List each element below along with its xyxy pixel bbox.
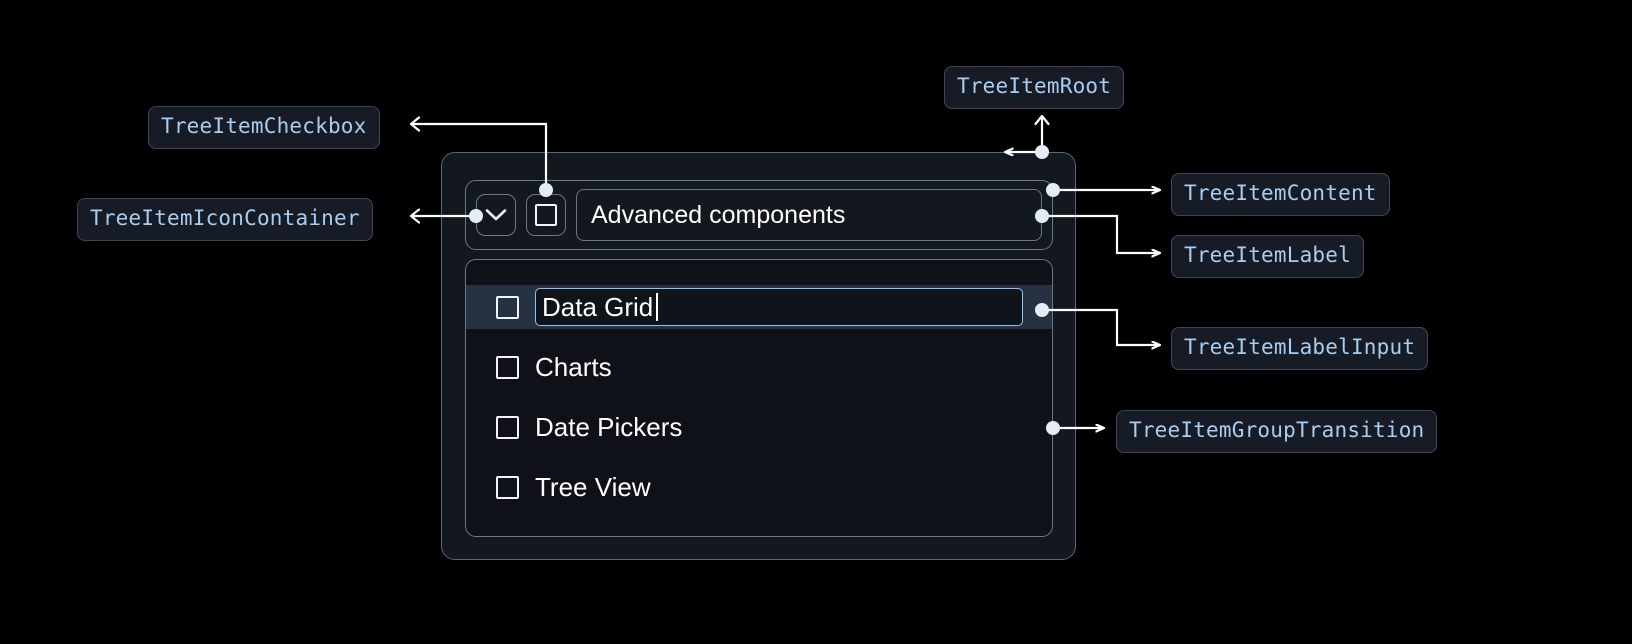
annotation-chip-tree-item-label-input: TreeItemLabelInput xyxy=(1171,327,1429,370)
tree-item-child-tree-view[interactable]: Tree View xyxy=(466,465,1052,509)
tree-item-checkbox-charts[interactable] xyxy=(496,355,519,379)
annotation-chip-tree-item-content: TreeItemContent xyxy=(1171,173,1390,216)
checkbox-box-unchecked xyxy=(535,204,557,226)
annotation-chip-tree-item-checkbox: TreeItemCheckbox xyxy=(148,106,380,149)
tree-item-label-charts: Charts xyxy=(535,352,612,382)
annotation-chip-tree-item-icon-container: TreeItemIconContainer xyxy=(77,198,373,241)
tree-item-child-data-grid[interactable]: Data Grid xyxy=(466,285,1052,329)
text-caret xyxy=(656,293,658,321)
tree-item-content[interactable]: Advanced components xyxy=(465,180,1053,250)
tree-item-checkbox-date-pickers[interactable] xyxy=(496,415,519,439)
tree-item-label[interactable]: Advanced components xyxy=(576,189,1042,241)
tree-item-checkbox[interactable] xyxy=(526,194,566,236)
chevron-down-icon xyxy=(485,208,507,222)
tree-item-label-input[interactable]: Data Grid xyxy=(535,288,1023,326)
annotation-chip-tree-item-group-transition: TreeItemGroupTransition xyxy=(1116,410,1438,453)
tree-item-icon-container[interactable] xyxy=(476,194,516,236)
tree-item-checkbox-data-grid[interactable] xyxy=(496,295,519,319)
annotation-chip-tree-item-label: TreeItemLabel xyxy=(1171,235,1364,278)
tree-item-label-date-pickers: Date Pickers xyxy=(535,412,683,442)
tree-item-label-input-value: Data Grid xyxy=(542,291,654,322)
tree-item-child-charts[interactable]: Charts xyxy=(466,345,1052,389)
tree-item-group-transition: Data Grid Charts Date Pickers Tree View xyxy=(465,259,1053,537)
tree-item-child-date-pickers[interactable]: Date Pickers xyxy=(466,405,1052,449)
tree-item-label-tree-view: Tree View xyxy=(535,472,651,502)
tree-item-checkbox-tree-view[interactable] xyxy=(496,475,519,499)
annotation-chip-tree-item-root: TreeItemRoot xyxy=(944,66,1125,109)
